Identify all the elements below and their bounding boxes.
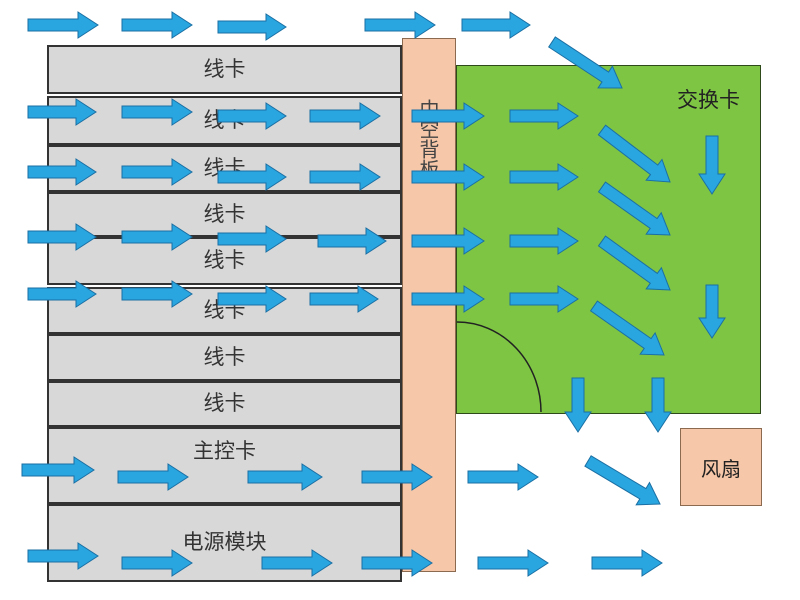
airflow-arrow — [467, 463, 539, 491]
line-card-3: 线卡 — [47, 145, 402, 192]
line-card-7-label: 线卡 — [203, 344, 246, 369]
fan-label: 风扇 — [701, 456, 741, 481]
airflow-arrow — [364, 11, 436, 39]
switch-card: 交换卡 — [456, 65, 761, 414]
power-module: 电源模块 — [47, 504, 402, 582]
airflow-arrow — [461, 11, 531, 39]
fan: 风扇 — [680, 428, 762, 506]
airflow-arrow — [217, 13, 287, 41]
hollow-backplane: 中空背板 — [402, 38, 456, 572]
line-card-4-label: 线卡 — [203, 201, 246, 226]
airflow-arrow — [584, 455, 661, 506]
hollow-backplane-label: 中空背板 — [416, 99, 440, 179]
line-card-1: 线卡 — [47, 45, 402, 94]
airflow-arrow — [121, 11, 193, 39]
main-control-card-label: 主控卡 — [193, 439, 256, 463]
line-card-3-label: 线卡 — [203, 155, 246, 180]
airflow-arrow — [477, 549, 549, 577]
line-card-8: 线卡 — [47, 381, 402, 427]
line-card-5-label: 线卡 — [203, 248, 246, 272]
switch-card-label: 交换卡 — [677, 88, 740, 112]
line-card-4: 线卡 — [47, 192, 402, 237]
line-card-6: 线卡 — [47, 287, 402, 334]
line-card-8-label: 线卡 — [203, 391, 246, 415]
airflow-arrow — [591, 549, 663, 577]
line-card-2-label: 线卡 — [203, 107, 246, 132]
line-card-2: 线卡 — [47, 96, 402, 145]
line-card-1-label: 线卡 — [203, 56, 246, 81]
line-card-7: 线卡 — [47, 334, 402, 381]
line-card-5: 线卡 — [47, 237, 402, 285]
airflow-arrow — [27, 11, 99, 39]
power-module-label: 电源模块 — [182, 530, 267, 554]
main-control-card: 主控卡 — [47, 427, 402, 504]
line-card-6-label: 线卡 — [203, 297, 246, 322]
